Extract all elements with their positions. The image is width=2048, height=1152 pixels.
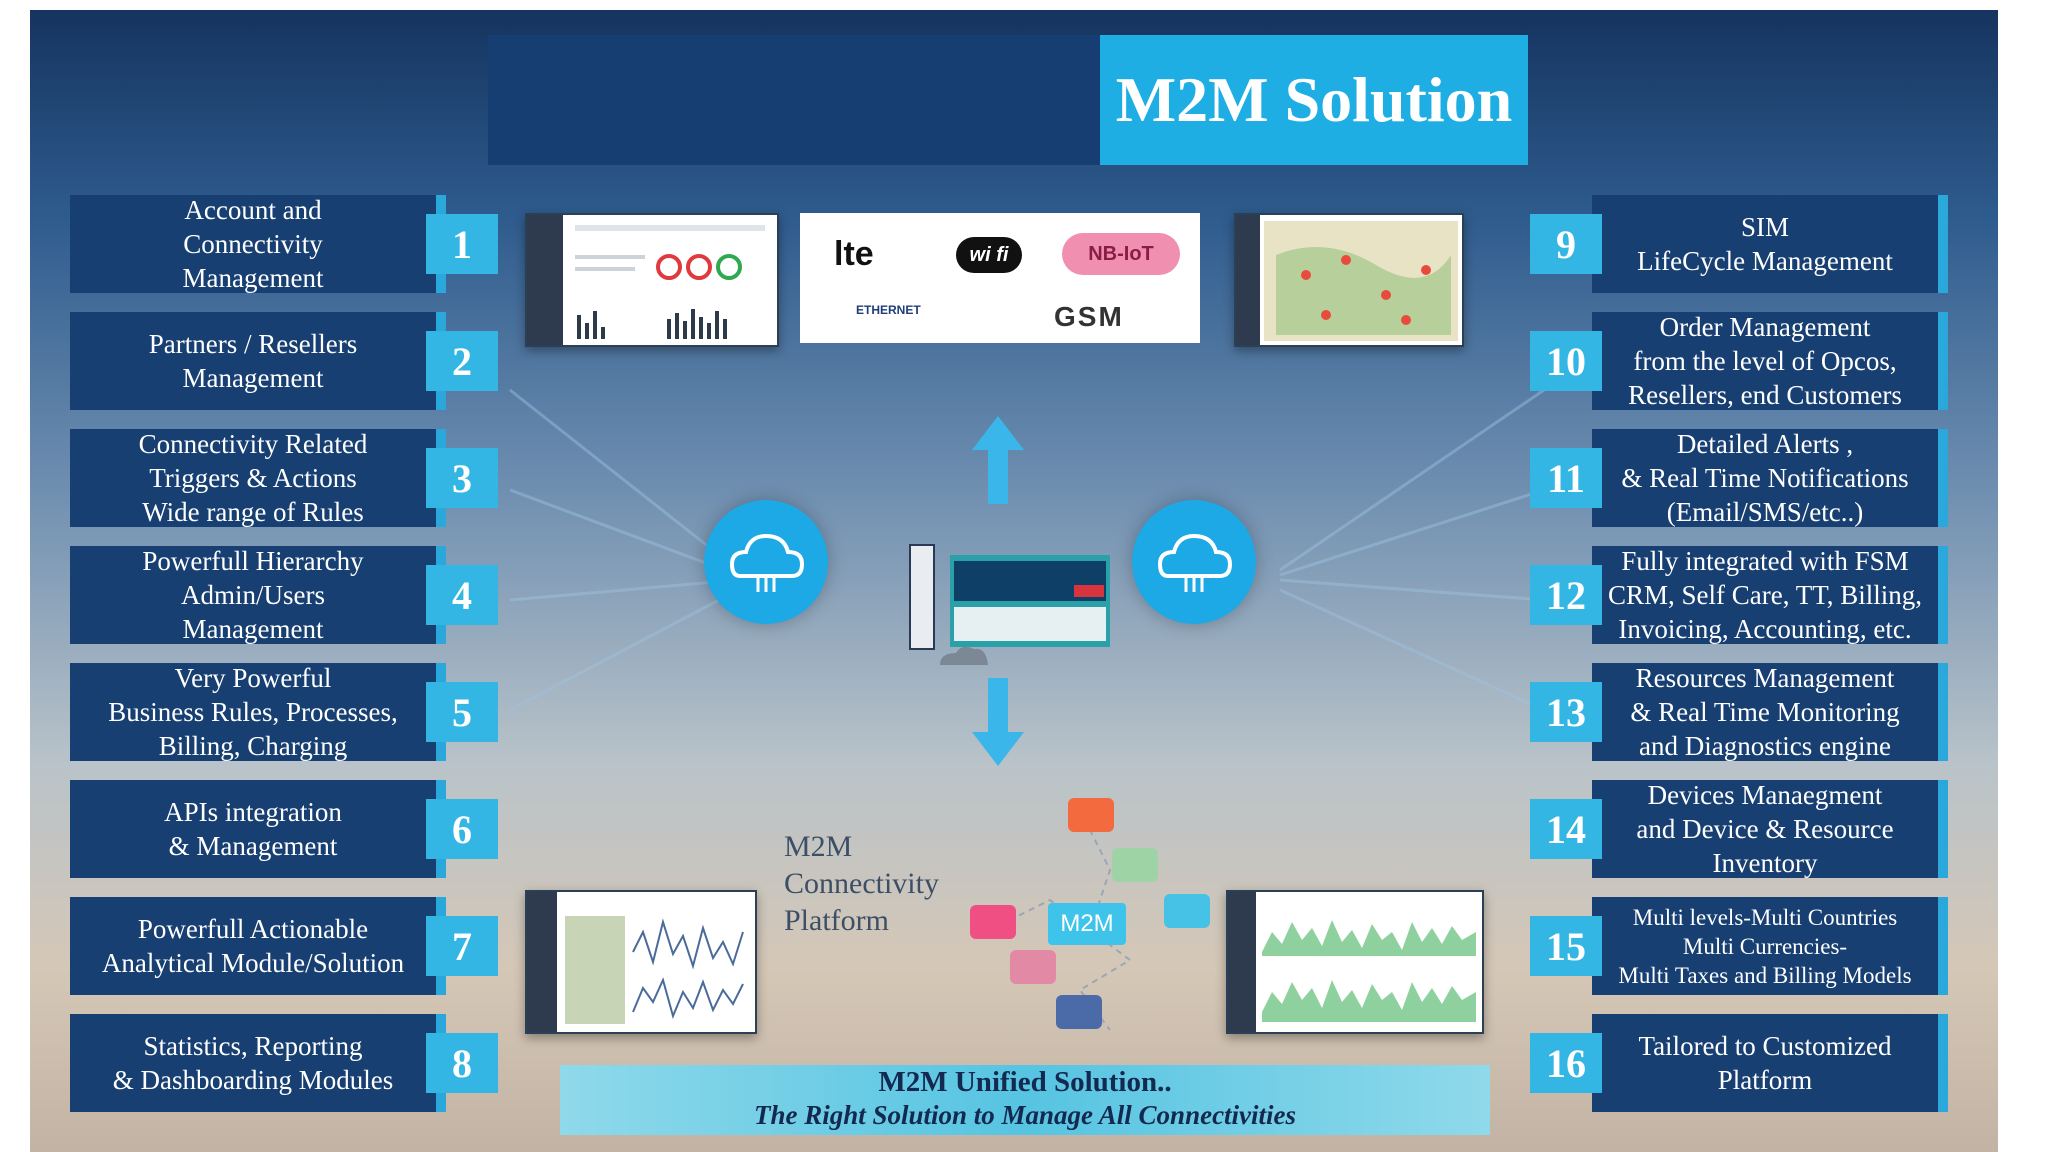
server-icon bbox=[909, 544, 1110, 665]
feature-6: APIs integration & Management bbox=[70, 780, 446, 878]
lte-logo: lte bbox=[834, 235, 874, 273]
feature-3-text: Connectivity Related Triggers & Actions … bbox=[138, 429, 368, 527]
map-screenshot bbox=[1234, 213, 1464, 347]
feature-1-number: 1 bbox=[426, 214, 498, 274]
sim-card-icon bbox=[1010, 950, 1056, 984]
bottom-banner: M2M Unified Solution.. The Right Solutio… bbox=[560, 1065, 1490, 1135]
feature-10-number: 10 bbox=[1530, 331, 1602, 391]
feature-5: Very Powerful Business Rules, Processes,… bbox=[70, 663, 446, 761]
feature-13-number: 13 bbox=[1530, 682, 1602, 742]
feature-14-text: Devices Manaegment and Device & Resource… bbox=[1636, 780, 1894, 878]
feature-11-text: Detailed Alerts , & Real Time Notificati… bbox=[1621, 429, 1909, 527]
feature-7-text: Powerfull Actionable Analytical Module/S… bbox=[101, 914, 405, 978]
feature-12: Fully integrated with FSM CRM, Self Care… bbox=[1592, 546, 1948, 644]
analytics-thumbnail-graphic bbox=[527, 892, 744, 1032]
feature-4-text: Powerfull Hierarchy Admin/Users Manageme… bbox=[142, 546, 364, 644]
monitoring-screenshot bbox=[1226, 890, 1484, 1034]
feature-10: Order Management from the level of Opcos… bbox=[1592, 312, 1948, 410]
feature-1-text: Account and Connectivity Management bbox=[182, 195, 324, 293]
feature-14-number: 14 bbox=[1530, 799, 1602, 859]
feature-14: Devices Manaegment and Device & Resource… bbox=[1592, 780, 1948, 878]
feature-10-text: Order Management from the level of Opcos… bbox=[1628, 312, 1902, 410]
ethernet-logo: ETHERNET bbox=[856, 303, 921, 317]
feature-15-number: 15 bbox=[1530, 916, 1602, 976]
connector-lines bbox=[509, 388, 1545, 712]
m2m-infographic: M2M Solution Account and Connectivity Ma… bbox=[30, 10, 1998, 1152]
feature-12-number: 12 bbox=[1530, 565, 1602, 625]
sim-card-icon bbox=[970, 905, 1016, 939]
feature-7-number: 7 bbox=[426, 916, 498, 976]
feature-15-text: Multi levels-Multi Countries Multi Curre… bbox=[1618, 904, 1912, 988]
gsm-logo: GSM bbox=[1054, 301, 1124, 332]
feature-1: Account and Connectivity Management bbox=[70, 195, 446, 293]
arrow-down-icon bbox=[972, 678, 1024, 766]
feature-3: Connectivity Related Triggers & Actions … bbox=[70, 429, 446, 527]
page-title: M2M Solution bbox=[1100, 35, 1528, 165]
feature-6-text: APIs integration & Management bbox=[164, 797, 342, 861]
technologies-panel: lte wi fi NB-IoT ETHERNET GSM bbox=[800, 213, 1200, 343]
platform-label: M2M Connectivity Platform bbox=[784, 830, 939, 937]
feature-13: Resources Management & Real Time Monitor… bbox=[1592, 663, 1948, 761]
dashboard-thumbnail-graphic bbox=[527, 215, 765, 345]
feature-9: SIM LifeCycle Management bbox=[1592, 195, 1948, 293]
feature-8-number: 8 bbox=[426, 1033, 498, 1093]
feature-16: Tailored to Customized Platform bbox=[1592, 1014, 1948, 1112]
feature-8-text: Statistics, Reporting & Dashboarding Mod… bbox=[112, 1031, 394, 1095]
feature-2: Partners / Resellers Management bbox=[70, 312, 446, 410]
feature-5-text: Very Powerful Business Rules, Processes,… bbox=[108, 663, 398, 761]
analytics-screenshot bbox=[525, 890, 757, 1034]
feature-4-number: 4 bbox=[426, 565, 498, 625]
monitoring-thumbnail-graphic bbox=[1228, 892, 1476, 1032]
wifi-logo: wi fi bbox=[956, 237, 1022, 273]
feature-2-text: Partners / Resellers Management bbox=[148, 329, 358, 393]
m2m-badge: M2M bbox=[1048, 903, 1126, 945]
dashboard-screenshot bbox=[525, 213, 779, 347]
cloud-icon-right bbox=[1132, 500, 1256, 624]
arrow-up-icon bbox=[972, 416, 1024, 504]
nb-iot-logo: NB-IoT bbox=[1062, 233, 1180, 275]
banner-line-2: The Right Solution to Manage All Connect… bbox=[753, 1100, 1297, 1130]
feature-16-text: Tailored to Customized Platform bbox=[1638, 1031, 1892, 1095]
feature-15: Multi levels-Multi Countries Multi Curre… bbox=[1592, 897, 1948, 995]
feature-4: Powerfull Hierarchy Admin/Users Manageme… bbox=[70, 546, 446, 644]
feature-11-number: 11 bbox=[1530, 448, 1602, 508]
sim-card-icon bbox=[1056, 995, 1102, 1029]
feature-6-number: 6 bbox=[426, 799, 498, 859]
feature-2-number: 2 bbox=[426, 331, 498, 391]
feature-5-number: 5 bbox=[426, 682, 498, 742]
sim-card-icon bbox=[1164, 894, 1210, 928]
banner-line-1: M2M Unified Solution.. bbox=[878, 1066, 1172, 1098]
cloud-icon bbox=[704, 500, 828, 624]
feature-3-number: 3 bbox=[426, 448, 498, 508]
feature-16-number: 16 bbox=[1530, 1033, 1602, 1093]
feature-7: Powerfull Actionable Analytical Module/S… bbox=[70, 897, 446, 995]
feature-13-text: Resources Management & Real Time Monitor… bbox=[1630, 663, 1900, 761]
feature-12-text: Fully integrated with FSM CRM, Self Care… bbox=[1608, 546, 1922, 644]
sim-card-icon bbox=[1112, 848, 1158, 882]
feature-9-text: SIM LifeCycle Management bbox=[1637, 212, 1893, 276]
sim-card-icon bbox=[1068, 798, 1114, 832]
feature-8: Statistics, Reporting & Dashboarding Mod… bbox=[70, 1014, 446, 1112]
map-thumbnail-graphic bbox=[1236, 215, 1458, 345]
feature-11: Detailed Alerts , & Real Time Notificati… bbox=[1592, 429, 1948, 527]
feature-9-number: 9 bbox=[1530, 214, 1602, 274]
